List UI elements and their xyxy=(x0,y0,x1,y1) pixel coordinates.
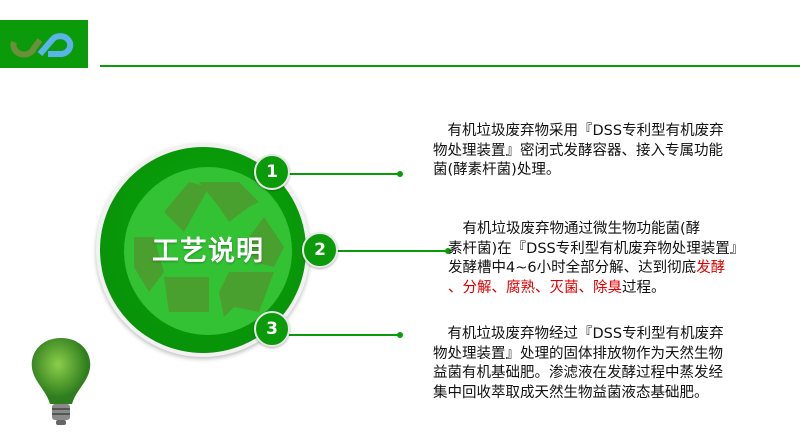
step-badge-1: 1 xyxy=(254,154,290,190)
text-line: 集中回收萃取成天然生物益菌液态基础肥。 xyxy=(433,384,724,404)
connector-1 xyxy=(288,173,400,175)
step-3-description: 有机垃圾废弃物经过『DSS专利型有机废弃物处理装置』处理的固体排放物作为天然生物… xyxy=(433,325,724,403)
connector-dot-2 xyxy=(445,248,451,254)
center-title: 工艺说明 xyxy=(152,236,264,267)
header-divider xyxy=(100,65,800,67)
connector-dot-3 xyxy=(397,332,403,338)
body-text: 有机垃圾废弃物通过微生物功能菌(酵 xyxy=(448,221,701,237)
connector-2 xyxy=(336,250,448,252)
body-text: 过程。 xyxy=(622,279,666,296)
text-line: 发酵槽中4~6小时全部分解、达到彻底发酵 xyxy=(448,259,744,279)
step-1-description: 有机垃圾废弃物采用『DSS专利型有机废弃物处理装置』密闭式发酵容器、接入专属功能… xyxy=(433,122,724,181)
step-badge-3: 3 xyxy=(254,311,290,347)
step-2-description: 有机垃圾废弃物通过微生物功能菌(酵素杆菌)在『DSS专利型有机废弃物处理装置』发… xyxy=(448,220,744,298)
infinity-logo-icon xyxy=(10,33,74,58)
text-line: 、分解、腐熟、灭菌、除臭过程。 xyxy=(448,279,744,299)
body-text: 发酵槽中4~6小时全部分解、达到彻底 xyxy=(448,260,697,276)
text-line: 菌(酵素杆菌)处理。 xyxy=(433,161,724,181)
step-badge-2: 2 xyxy=(302,232,338,268)
body-text: 益菌有机基础肥。渗滤液在发酵过程中蒸发经 xyxy=(433,365,723,381)
body-text: 素杆菌)在『DSS专利型有机废弃物处理装置』 xyxy=(448,240,745,257)
text-line: 益菌有机基础肥。渗滤液在发酵过程中蒸发经 xyxy=(433,364,724,384)
body-text: 有机垃圾废弃物经过『DSS专利型有机废弃 xyxy=(433,326,724,342)
text-line: 素杆菌)在『DSS专利型有机废弃物处理装置』 xyxy=(448,240,744,260)
body-text: 集中回收萃取成天然生物益菌液态基础肥。 xyxy=(433,384,709,401)
highlight-text: 发酵 xyxy=(696,260,726,276)
body-text: 菌(酵素杆菌)处理。 xyxy=(433,162,561,178)
text-line: 物处理装置』密闭式发酵容器、接入专属功能 xyxy=(433,142,724,162)
text-line: 有机垃圾废弃物通过微生物功能菌(酵 xyxy=(448,220,744,240)
text-line: 有机垃圾废弃物采用『DSS专利型有机废弃 xyxy=(433,122,724,142)
body-text: 物处理装置』处理的固体排放物作为天然生物 xyxy=(433,345,723,362)
highlight-text: 、分解、腐熟、灭菌、除臭 xyxy=(448,279,622,296)
body-text: 物处理装置』密闭式发酵容器、接入专属功能 xyxy=(433,142,723,159)
text-line: 有机垃圾废弃物经过『DSS专利型有机废弃 xyxy=(433,325,724,345)
connector-3 xyxy=(288,334,400,336)
text-line: 物处理装置』处理的固体排放物作为天然生物 xyxy=(433,345,724,365)
logo xyxy=(0,20,88,68)
body-text: 有机垃圾废弃物采用『DSS专利型有机废弃 xyxy=(433,123,724,139)
green-bulb-icon xyxy=(31,338,91,425)
recycle-icon xyxy=(134,182,284,317)
connector-dot-1 xyxy=(397,171,403,177)
